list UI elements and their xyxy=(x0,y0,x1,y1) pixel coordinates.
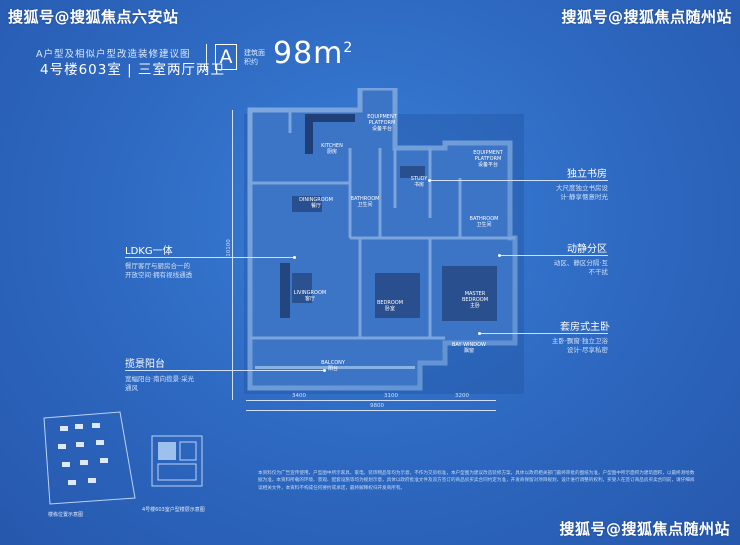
annotation-master-line xyxy=(480,333,608,334)
dimension-line-top xyxy=(246,400,496,401)
kitchen-counter xyxy=(305,114,355,122)
annotation-ldkg-desc: 餐厅客厅与厨房合一的开放空间·拥有视线通透 xyxy=(125,262,193,279)
annotation-master-title: 套房式主卧 xyxy=(560,322,610,333)
dimension-line-total xyxy=(246,410,496,411)
dining-table xyxy=(292,196,322,212)
header-subtitle: A户型及相似户型改造装修建议图 xyxy=(36,49,191,60)
annotation-zoning-title: 动静分区 xyxy=(567,244,607,255)
annotation-study-title: 独立书房 xyxy=(567,169,607,180)
header-unit-title: 4号楼603室 | 三室两厅两卫 xyxy=(40,62,225,78)
key-plan-label-site: 楼栋位置示意图 xyxy=(48,512,84,518)
interior-walls xyxy=(250,110,515,340)
bed xyxy=(375,273,420,318)
dimension-3: 3200 xyxy=(455,393,469,399)
annotation-balcony-dot xyxy=(323,369,326,372)
balcony-rail xyxy=(255,366,415,369)
annotation-ldkg-line xyxy=(125,257,295,258)
master-bed xyxy=(442,266,497,321)
key-plan-label-unit: 4号楼603室户型楼层示意图 xyxy=(142,507,205,513)
dimension-total: 9800 xyxy=(370,403,384,409)
annotation-master-desc: 主卧·飘窗·独立卫浴设计·尽享私密 xyxy=(551,337,608,354)
area-label: 建筑面积约 xyxy=(244,49,265,66)
watermark-top-left: 搜狐号@搜狐焦点六安站 xyxy=(8,8,179,26)
sofa xyxy=(280,263,290,318)
dimension-line-vertical xyxy=(232,110,233,400)
kitchen-counter-side xyxy=(305,114,313,154)
floor-plan xyxy=(244,88,524,394)
study-desk xyxy=(400,166,425,178)
key-plan-diagrams xyxy=(43,411,203,505)
header-divider xyxy=(206,44,207,70)
annotation-zoning-line xyxy=(500,255,608,256)
annotation-balcony-title: 揽景阳台 xyxy=(125,359,165,370)
watermark-top-right: 搜狐号@搜狐焦点随州站 xyxy=(561,8,732,26)
annotation-study-dot xyxy=(428,179,431,182)
annotation-ldkg-dot xyxy=(293,256,296,259)
annotation-balcony-desc: 宽幅阳台·南向揽景·采光通风 xyxy=(125,375,195,392)
dimension-1: 3400 xyxy=(292,393,306,399)
annotation-zoning-dot xyxy=(498,254,501,257)
annotation-balcony-line xyxy=(125,370,325,371)
annotation-study-line xyxy=(430,180,608,181)
disclaimer-text: 本资料仅为广告宣传使用，户型图中所示家具、家电、装饰物品等均为示意，不作为交房标… xyxy=(258,471,695,491)
dimension-height: 10100 xyxy=(225,239,232,257)
annotation-master-dot xyxy=(478,332,481,335)
annotation-ldkg-title: LDKG一体 xyxy=(125,246,173,257)
dimension-2: 3100 xyxy=(384,393,398,399)
area-value: 98m2 xyxy=(273,36,354,71)
coffee-table xyxy=(292,273,312,303)
annotation-study-desc: 大尺度独立书房设计·静享惬意时光 xyxy=(556,184,608,201)
unit-type-badge: A xyxy=(215,44,237,70)
watermark-bottom-right: 搜狐号@搜狐焦点随州站 xyxy=(559,520,730,538)
annotation-zoning-desc: 动区、静区分隔·互不干扰 xyxy=(553,259,608,276)
key-plan-area xyxy=(40,408,210,508)
